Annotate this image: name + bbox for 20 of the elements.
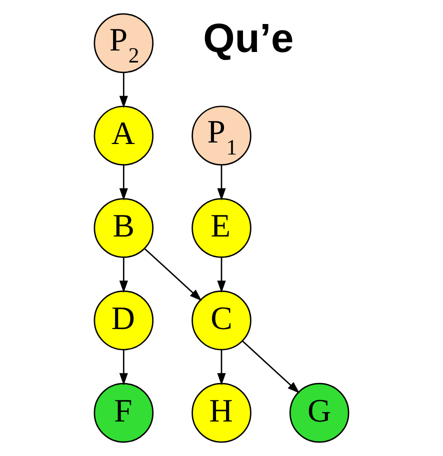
node-circle: F [94, 382, 154, 443]
arrow [217, 350, 226, 386]
node-circle: P$_{1}$ [192, 106, 252, 166]
arrow [119, 257, 128, 293]
arrow [217, 257, 226, 293]
arrow [217, 164, 226, 201]
node-circle: P$_{2}$ [94, 13, 154, 74]
node-circle: G [289, 382, 350, 443]
arrow [242, 340, 300, 394]
node-circle: B [94, 198, 154, 258]
label: Qu’e [203, 15, 294, 62]
arrow [119, 350, 128, 386]
node-circle: H [192, 382, 252, 443]
node-circle: C [192, 290, 252, 350]
node-circle: A [94, 106, 154, 166]
arrow [119, 164, 128, 201]
arrow [144, 248, 202, 302]
node-circle: E [192, 198, 252, 258]
arrow [119, 72, 128, 108]
node-circle: D [94, 290, 154, 350]
